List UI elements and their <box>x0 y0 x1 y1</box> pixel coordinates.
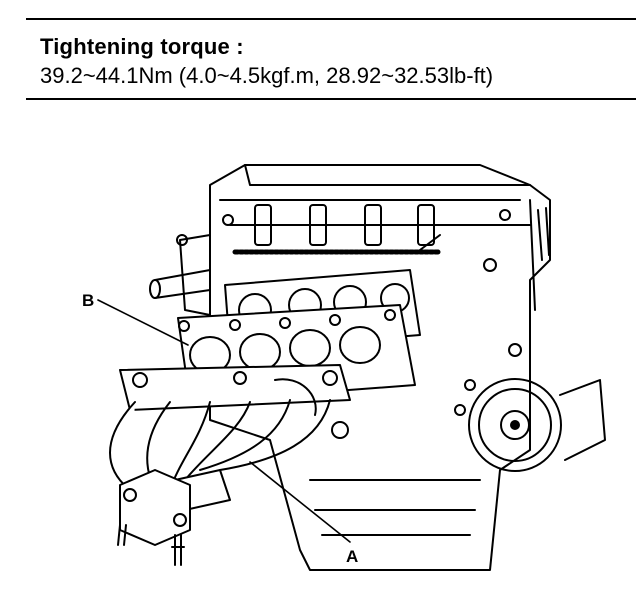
spec-title: Tightening torque : <box>40 34 244 59</box>
engine-block <box>209 164 606 571</box>
callout-line-b <box>97 299 189 346</box>
callout-label-b: B <box>82 291 94 310</box>
engine-illustration: B A <box>82 164 606 571</box>
torque-spec-box: Tightening torque : 39.2~44.1Nm (4.0~4.5… <box>26 16 636 100</box>
coolant-pipe <box>149 234 211 316</box>
bottom-rule <box>26 98 636 100</box>
spec-value: 39.2~44.1Nm (4.0~4.5kgf.m, 28.92~32.53lb… <box>40 63 494 88</box>
top-rule <box>26 18 636 20</box>
callout-label-a: A <box>346 547 358 566</box>
engine-manifold-diagram: B A <box>60 140 620 590</box>
callout-line-a <box>249 461 351 543</box>
exhaust-manifold <box>109 364 351 566</box>
